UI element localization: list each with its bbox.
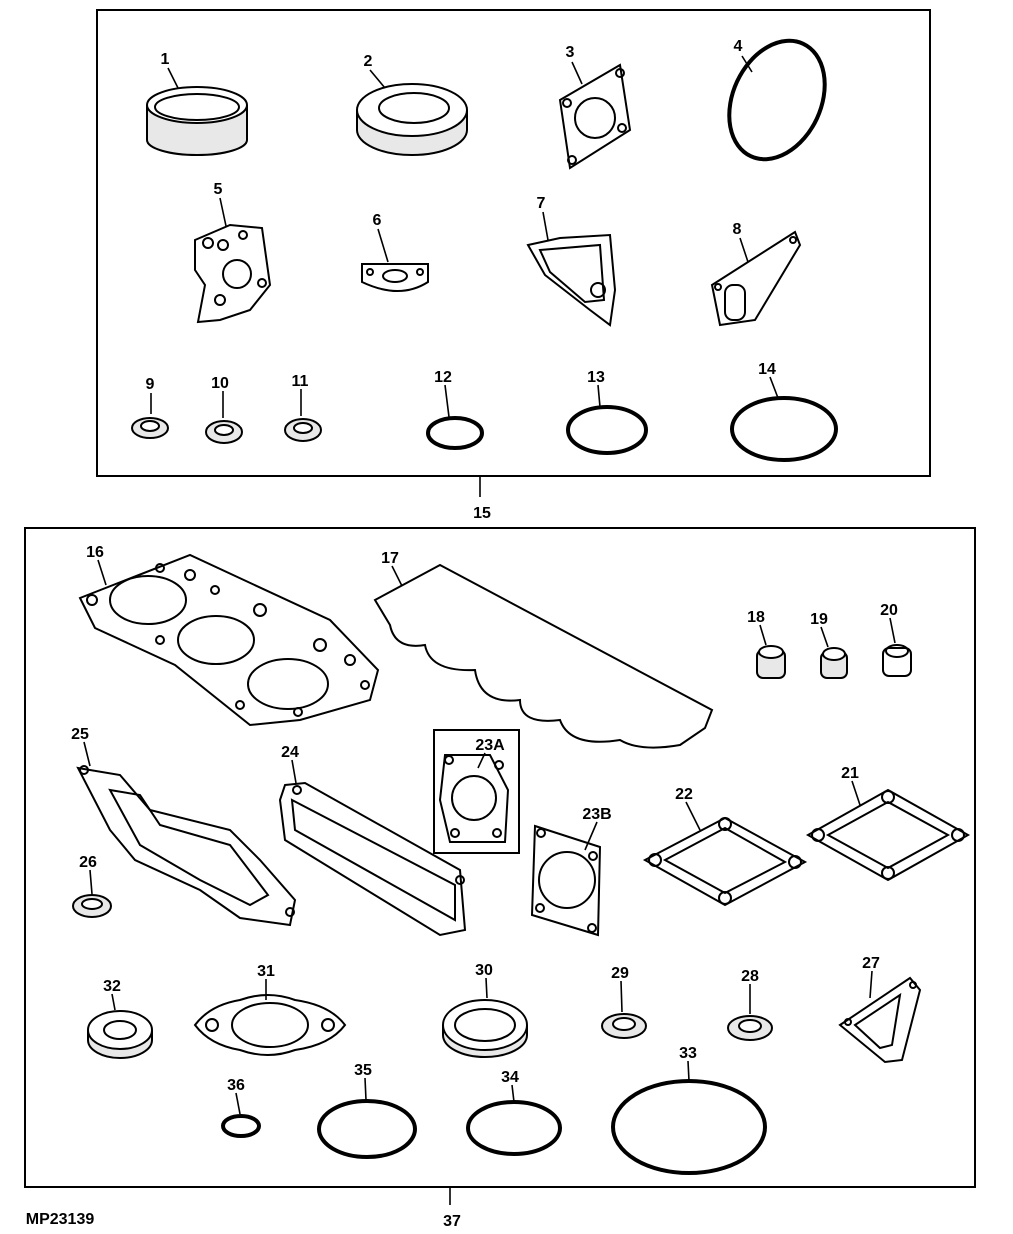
part-22-gasket: 22 bbox=[642, 786, 808, 907]
figure-id: MP23139 bbox=[26, 1211, 95, 1228]
part-16-head-gasket: 16 bbox=[78, 544, 380, 727]
svg-text:6: 6 bbox=[373, 212, 382, 229]
part-21-gasket: 21 bbox=[805, 765, 971, 882]
part-7-gasket: 7 bbox=[526, 195, 617, 327]
svg-text:30: 30 bbox=[475, 962, 493, 979]
part-24-intake-gasket: 24 bbox=[278, 744, 467, 937]
part-31-flange-gasket: 31 bbox=[193, 963, 347, 1056]
part-33-o-ring: 33 bbox=[611, 1045, 767, 1175]
part-13-o-ring: 13 bbox=[566, 369, 648, 455]
part-6-gasket: 6 bbox=[361, 212, 429, 292]
svg-text:14: 14 bbox=[758, 361, 776, 378]
svg-text:10: 10 bbox=[211, 375, 229, 392]
part-36-o-ring: 36 bbox=[221, 1077, 261, 1138]
svg-text:35: 35 bbox=[354, 1062, 372, 1079]
svg-text:23B: 23B bbox=[582, 806, 611, 823]
svg-text:22: 22 bbox=[675, 786, 693, 803]
part-20-valve-seal: 20 bbox=[880, 602, 912, 677]
svg-text:11: 11 bbox=[292, 373, 309, 390]
part-18-valve-seal: 18 bbox=[747, 609, 786, 679]
svg-text:1: 1 bbox=[161, 51, 170, 68]
svg-text:24: 24 bbox=[281, 744, 299, 761]
svg-text:18: 18 bbox=[747, 609, 765, 626]
svg-text:27: 27 bbox=[862, 955, 880, 972]
svg-text:5: 5 bbox=[214, 181, 223, 198]
part-32-seal: 32 bbox=[87, 978, 153, 1059]
part-4-o-ring: 4 bbox=[727, 38, 827, 162]
part-17-cover-gasket: 17 bbox=[373, 550, 714, 749]
svg-text:7: 7 bbox=[537, 195, 546, 212]
part-34-o-ring: 34 bbox=[466, 1069, 562, 1156]
svg-text:34: 34 bbox=[501, 1069, 519, 1086]
part-14-o-ring: 14 bbox=[730, 361, 838, 462]
part-11-washer: 11 bbox=[284, 373, 322, 442]
svg-text:21: 21 bbox=[841, 765, 859, 782]
svg-text:36: 36 bbox=[227, 1077, 245, 1094]
part-28-washer: 28 bbox=[727, 968, 773, 1041]
part-5-gasket: 5 bbox=[194, 181, 272, 324]
svg-text:28: 28 bbox=[741, 968, 759, 985]
part-23a-gasket: 23A bbox=[433, 729, 520, 854]
part-2-oil-seal: 2 bbox=[356, 53, 468, 156]
part-35-o-ring: 35 bbox=[317, 1062, 417, 1159]
svg-text:9: 9 bbox=[146, 376, 155, 393]
svg-text:17: 17 bbox=[381, 550, 399, 567]
svg-text:20: 20 bbox=[880, 602, 898, 619]
part-19-valve-seal: 19 bbox=[810, 611, 848, 679]
svg-text:31: 31 bbox=[257, 963, 275, 980]
part-3-gasket: 3 bbox=[558, 44, 632, 170]
part-1-seal: 1 bbox=[146, 51, 248, 156]
part-9-washer: 9 bbox=[131, 376, 169, 439]
label-37: 37 bbox=[443, 1213, 461, 1230]
svg-text:19: 19 bbox=[810, 611, 828, 628]
part-30-seal: 30 bbox=[442, 962, 528, 1058]
part-8-gasket: 8 bbox=[710, 221, 802, 327]
svg-text:16: 16 bbox=[86, 544, 104, 561]
svg-text:13: 13 bbox=[587, 369, 605, 386]
part-25-exhaust-gasket: 25 bbox=[71, 726, 297, 927]
part-23b-gasket: 23B bbox=[530, 806, 612, 937]
part-27-gasket: 27 bbox=[838, 955, 922, 1064]
part-29-washer: 29 bbox=[601, 965, 647, 1039]
label-15: 15 bbox=[473, 505, 491, 522]
svg-text:33: 33 bbox=[679, 1045, 697, 1062]
svg-text:4: 4 bbox=[734, 38, 743, 55]
svg-text:26: 26 bbox=[79, 854, 97, 871]
svg-text:2: 2 bbox=[364, 53, 373, 70]
kit-box-15 bbox=[96, 9, 931, 477]
svg-text:8: 8 bbox=[733, 221, 742, 238]
part-26-washer: 26 bbox=[72, 854, 112, 918]
svg-text:25: 25 bbox=[71, 726, 89, 743]
part-10-washer: 10 bbox=[205, 375, 243, 444]
kit-box-37 bbox=[24, 527, 976, 1188]
svg-text:23A: 23A bbox=[475, 737, 505, 754]
svg-text:32: 32 bbox=[103, 978, 121, 995]
svg-text:29: 29 bbox=[611, 965, 629, 982]
part-12-o-ring: 12 bbox=[426, 369, 484, 450]
svg-text:12: 12 bbox=[434, 369, 452, 386]
svg-text:3: 3 bbox=[566, 44, 575, 61]
